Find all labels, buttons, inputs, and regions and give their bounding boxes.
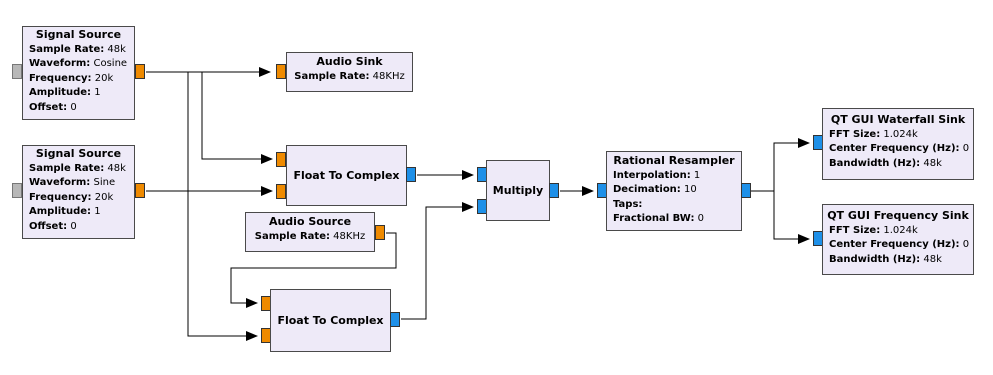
- audio-sink-block[interactable]: Audio Sink Sample Rate: 48KHz: [286, 52, 413, 92]
- audio-sink-input-port[interactable]: [276, 64, 286, 79]
- rational-resampler-output-port[interactable]: [741, 183, 751, 198]
- signal-source-1-block[interactable]: Signal Source Sample Rate: 48k Waveform:…: [22, 26, 135, 120]
- audio-source-output-port[interactable]: [375, 225, 385, 240]
- block-title: Multiply: [492, 183, 544, 197]
- sample-rate-value: 48k: [107, 43, 126, 55]
- float-to-complex-2-output-port[interactable]: [390, 312, 400, 327]
- qt-waterfall-sink-block[interactable]: QT GUI Waterfall Sink FFT Size: 1.024k C…: [822, 108, 974, 180]
- frequency-value: 20k: [94, 72, 114, 84]
- float-to-complex-2-block[interactable]: Float To Complex: [270, 289, 391, 352]
- bandwidth-value: 48k: [923, 157, 942, 169]
- multiply-block[interactable]: Multiply: [486, 160, 550, 221]
- audio-source-block[interactable]: Audio Source Sample Rate: 48KHz: [245, 212, 375, 252]
- wire-resampler-to-waterfall: [751, 138, 810, 192]
- fft-size-value: 1.024k: [883, 128, 918, 140]
- waveform-value: Cosine: [93, 58, 128, 69]
- signal-source-2-block[interactable]: Signal Source Sample Rate: 48k Waveform:…: [22, 145, 135, 239]
- center-frequency-value: 0: [962, 239, 970, 250]
- offset-value: 0: [70, 101, 77, 113]
- frequency-value: 20k: [94, 191, 114, 203]
- wire-audio-src-to-f2c2-re: [230, 232, 397, 308]
- block-title: Signal Source: [35, 147, 122, 160]
- amplitude-value: 1: [94, 87, 101, 98]
- block-title: Audio Source: [268, 215, 352, 228]
- signal-source-2-disabled-input-port[interactable]: [12, 183, 22, 198]
- qt-frequency-sink-block[interactable]: QT GUI Frequency Sink FFT Size: 1.024k C…: [822, 204, 974, 275]
- signal-source-1-disabled-input-port[interactable]: [12, 64, 22, 79]
- interpolation-value: 1: [693, 169, 701, 181]
- signal-source-2-output-port[interactable]: [135, 183, 145, 198]
- block-title: Float To Complex: [293, 168, 400, 182]
- amplitude-value: 1: [94, 206, 101, 217]
- block-title: Rational Resampler: [613, 154, 735, 167]
- wire-sigsrc1-to-f2c1-re: [201, 72, 273, 164]
- waveform-value: Sine: [93, 177, 116, 188]
- float-to-complex-1-re-input-port[interactable]: [276, 152, 286, 167]
- block-title: QT GUI Waterfall Sink: [830, 113, 966, 126]
- float-to-complex-1-im-input-port[interactable]: [276, 184, 286, 199]
- block-title: Audio Sink: [316, 55, 383, 68]
- rational-resampler-block[interactable]: Rational Resampler Interpolation: 1 Deci…: [606, 151, 742, 231]
- float-to-complex-1-output-port[interactable]: [406, 167, 416, 182]
- block-title: Float To Complex: [277, 313, 384, 327]
- decimation-value: 10: [684, 184, 697, 195]
- wire-sigsrc1-to-f2c2-im: [187, 72, 258, 341]
- wire-resampler-to-freq-sink: [773, 191, 810, 244]
- block-title: Signal Source: [35, 28, 122, 41]
- fft-size-value: 1.024k: [883, 224, 918, 236]
- fractional-bw-value: 0: [697, 213, 705, 224]
- offset-value: 0: [70, 220, 77, 232]
- bandwidth-value: 48k: [923, 253, 942, 265]
- sample-rate-value: 48k: [107, 162, 126, 174]
- sample-rate-value: 48KHz: [333, 230, 366, 242]
- sample-rate-value: 48KHz: [372, 70, 405, 82]
- wire-f2c2-to-multiply: [401, 202, 474, 320]
- float-to-complex-1-block[interactable]: Float To Complex: [286, 145, 407, 206]
- center-frequency-value: 0: [962, 143, 970, 154]
- block-title: QT GUI Frequency Sink: [827, 209, 969, 222]
- multiply-output-port[interactable]: [549, 183, 559, 198]
- signal-source-1-output-port[interactable]: [135, 64, 145, 79]
